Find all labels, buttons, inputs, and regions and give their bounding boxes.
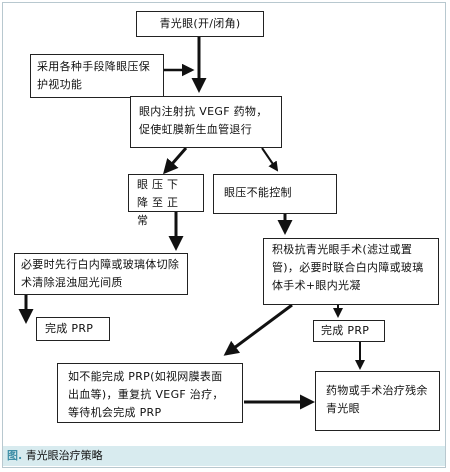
arrow-surgery-to-retry [223, 303, 293, 356]
node-prp-done-right: 完成 PRP [313, 320, 385, 342]
figure-caption: 图. 青光眼治疗策略 [3, 446, 445, 466]
node-glaucoma: 青光眼(开/闭角) [136, 11, 264, 37]
node-iop-down: 眼压下降至正常 [128, 174, 204, 227]
arrow-inject-to-uncontrolled [261, 147, 279, 172]
node-cataract-surgery: 必要时先行白内障或玻璃体切除术清除混浊屈光间质 [14, 253, 188, 295]
node-retry: 如不能完成 PRP(如视网膜表面出血等)，重复抗 VEGF 治疗，等待机会完成 … [57, 363, 243, 423]
node-inject: 眼内注射抗 VEGF 药物，促使虹膜新生血管退行 [130, 96, 282, 148]
caption-text: 青光眼治疗策略 [25, 449, 103, 462]
caption-tag: 图. [7, 449, 23, 462]
figure-frame [2, 2, 446, 468]
arrow-inject-to-iop-down [163, 147, 188, 175]
node-active-surgery: 积极抗青光眼手术(滤过或置管)，必要时联合白内障或玻璃体手术+眼内光凝 [263, 238, 439, 305]
node-protect: 采用各种手段降眼压保护视功能 [30, 54, 164, 98]
node-prp-done-left: 完成 PRP [36, 317, 110, 341]
node-residual: 药物或手术治疗残余青光眼 [315, 371, 440, 431]
node-iop-uncontrolled: 眼压不能控制 [213, 174, 337, 214]
